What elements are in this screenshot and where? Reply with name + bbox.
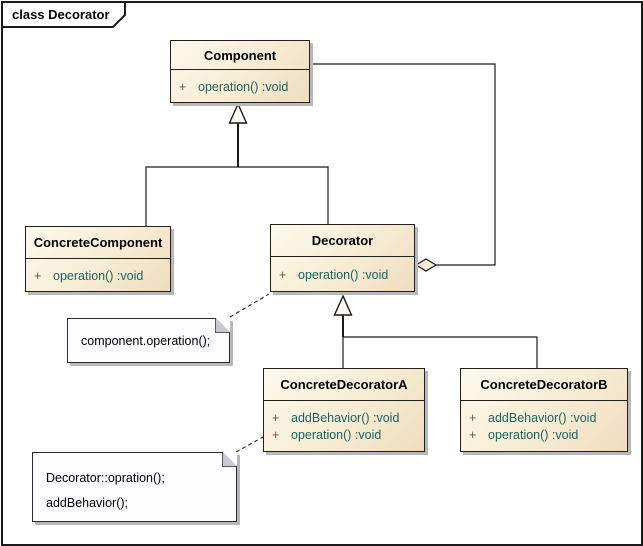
class-name-component: Component: [171, 41, 309, 70]
note-component-operation[interactable]: component.operation();: [67, 318, 230, 363]
class-box-concrete-decorator-b[interactable]: ConcreteDecoratorB + addBehavior() :void…: [460, 368, 628, 452]
generalization-to-component[interactable]: [145, 102, 329, 226]
frame-title-label: class Decorator: [12, 7, 110, 22]
frame-title-tab: [1, 1, 126, 28]
note-decorator-opration[interactable]: Decorator::opration(); addBehavior();: [32, 452, 237, 522]
class-box-decorator[interactable]: Decorator + operation() :void: [270, 224, 415, 292]
class-name-concrete-decorator-a: ConcreteDecoratorA: [264, 369, 424, 401]
aggregation-decorator-component[interactable]: [310, 63, 496, 272]
note-text: Decorator::opration();: [46, 471, 165, 485]
note-text: component.operation();: [81, 333, 211, 348]
generalization-to-decorator[interactable]: [333, 294, 538, 368]
class-name-decorator: Decorator: [271, 225, 414, 257]
note-link-component-operation[interactable]: [229, 293, 270, 318]
operation-row: + operation() :void: [279, 267, 389, 282]
class-box-concrete-component[interactable]: ConcreteComponent + operation() :void: [25, 226, 171, 292]
operation-row: + operation() :void: [179, 79, 289, 94]
operation-row: + operation() :void: [272, 428, 382, 442]
class-box-component[interactable]: Component + operation() :void: [170, 40, 310, 103]
note-text: addBehavior();: [46, 496, 128, 510]
class-name-concrete-decorator-b: ConcreteDecoratorB: [461, 369, 627, 401]
operation-row: + operation() :void: [469, 428, 579, 442]
note-link-decorator-opration[interactable]: [235, 436, 264, 453]
operation-row: + operation() :void: [34, 268, 144, 283]
operation-row: + addBehavior() :void: [272, 411, 400, 425]
class-name-concrete-component: ConcreteComponent: [26, 227, 170, 259]
operation-row: + addBehavior() :void: [469, 411, 597, 425]
class-box-concrete-decorator-a[interactable]: ConcreteDecoratorA + addBehavior() :void…: [263, 368, 425, 452]
